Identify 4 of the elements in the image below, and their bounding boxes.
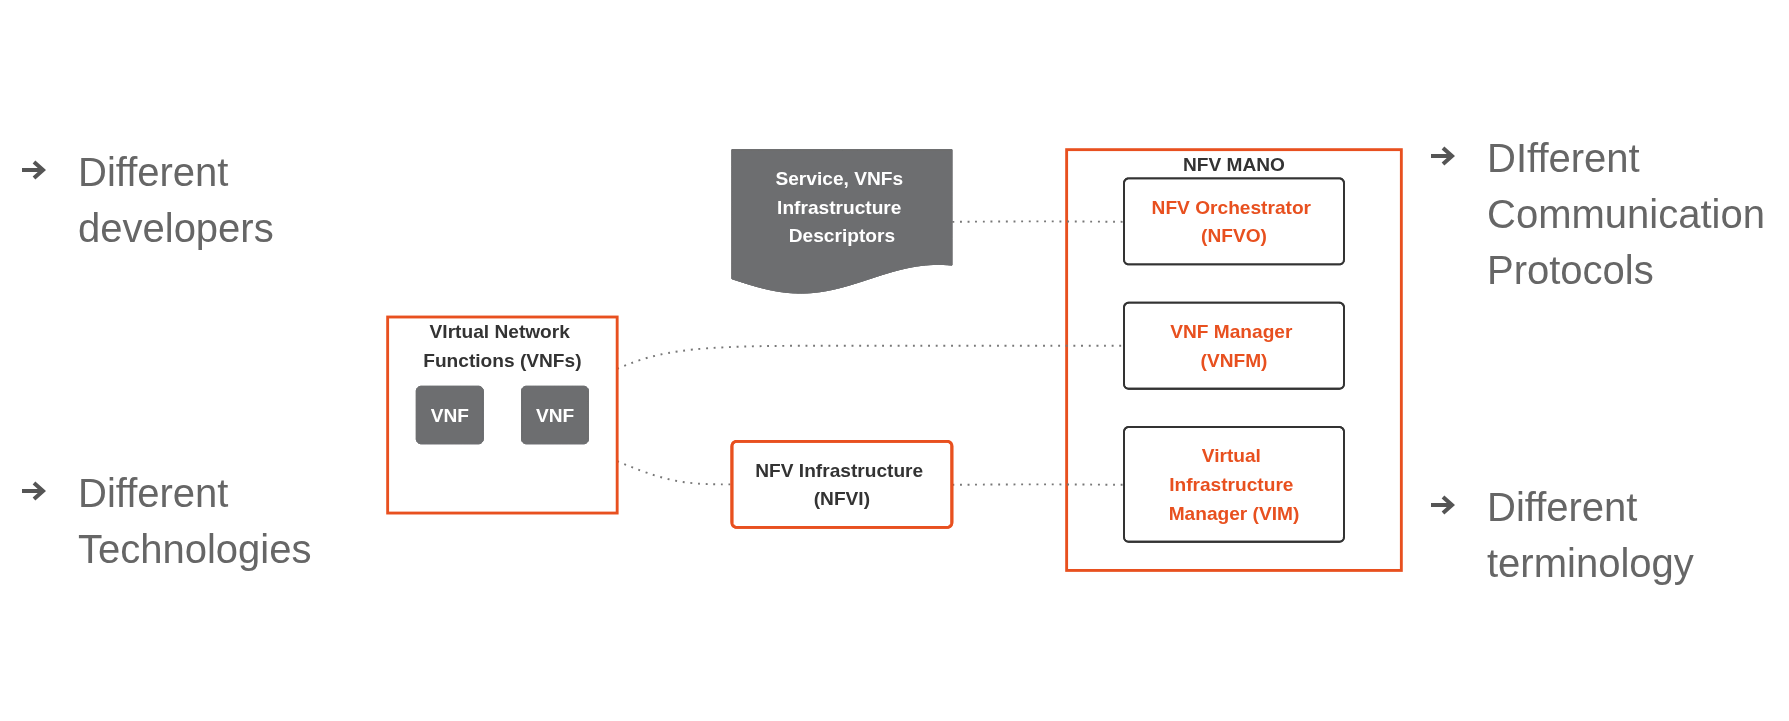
bullet-text: Different terminology bbox=[1487, 483, 1695, 587]
bullet-text: DIfferent Communication Protocols bbox=[1487, 135, 1766, 295]
bullet-text: Different Technologies bbox=[78, 469, 313, 573]
bullet-text: Different developers bbox=[78, 149, 275, 253]
